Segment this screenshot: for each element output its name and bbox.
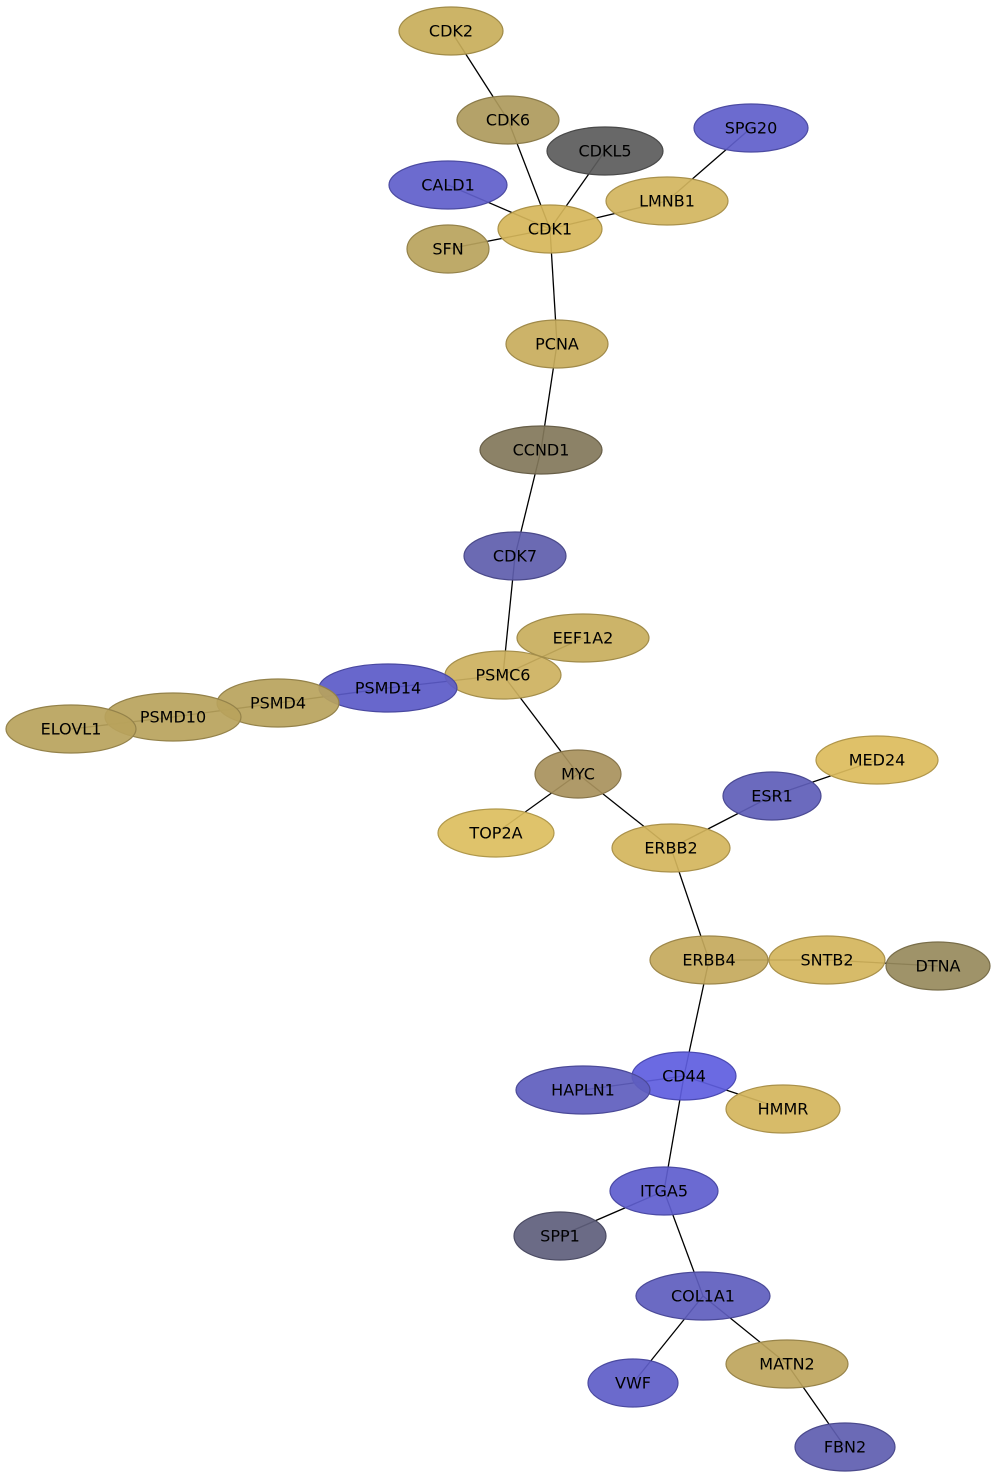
node-label: HAPLN1 [551,1081,615,1100]
node-label: MATN2 [759,1355,814,1374]
node-label: ERBB4 [682,951,735,970]
node-cald1[interactable]: CALD1 [388,160,508,210]
node-label: PSMD14 [355,679,421,698]
node-col1a1[interactable]: COL1A1 [635,1271,771,1321]
node-label: MYC [561,765,595,784]
node-shape [885,941,991,991]
node-label: VWF [615,1374,651,1393]
node-spg20[interactable]: SPG20 [693,103,809,153]
node-lmnb1[interactable]: LMNB1 [605,176,729,226]
node-label: EEF1A2 [553,629,614,648]
node-label: CDK6 [486,111,530,130]
node-pcna[interactable]: PCNA [505,319,609,369]
node-label: CDK2 [429,22,473,41]
node-vwf[interactable]: VWF [587,1358,679,1408]
node-label: ITGA5 [640,1182,688,1201]
node-cdk1[interactable]: CDK1 [497,204,603,254]
node-shape [605,176,729,226]
node-hmmr[interactable]: HMMR [725,1084,841,1134]
node-shape [5,704,137,754]
node-psmc6[interactable]: PSMC6 [444,650,562,700]
node-label: SNTB2 [800,951,853,970]
node-label: FBN2 [824,1438,866,1457]
node-shape [649,935,769,985]
node-elovl1[interactable]: ELOVL1 [5,704,137,754]
node-label: PSMD4 [250,694,306,713]
node-label: ERBB2 [644,839,697,858]
node-shape [546,126,664,176]
node-ccnd1[interactable]: CCND1 [479,425,603,475]
node-shape [463,531,567,581]
node-label: DTNA [915,957,960,976]
node-cdk7[interactable]: CDK7 [463,531,567,581]
node-shape [398,6,504,56]
node-esr1[interactable]: ESR1 [722,771,822,821]
node-label: SPG20 [725,119,778,138]
node-itga5[interactable]: ITGA5 [609,1166,719,1216]
node-shape [497,204,603,254]
node-med24[interactable]: MED24 [815,735,939,785]
node-shape [437,808,555,858]
node-cdk6[interactable]: CDK6 [456,95,560,145]
node-label: MED24 [849,751,906,770]
node-hapln1[interactable]: HAPLN1 [515,1065,651,1115]
node-label: ELOVL1 [41,720,102,739]
node-label: SPP1 [540,1227,580,1246]
node-label: CALD1 [421,176,475,195]
node-psmd10[interactable]: PSMD10 [104,692,242,742]
node-shape [722,771,822,821]
node-label: CDK1 [528,220,572,239]
node-erbb2[interactable]: ERBB2 [611,823,731,873]
node-spp1[interactable]: SPP1 [513,1211,607,1261]
node-shape [609,1166,719,1216]
node-shape [513,1211,607,1261]
node-shape [515,1065,651,1115]
node-shape [479,425,603,475]
node-shape [388,160,508,210]
node-label: SFN [432,240,463,259]
node-eef1a2[interactable]: EEF1A2 [516,613,650,663]
node-cdkl5[interactable]: CDKL5 [546,126,664,176]
node-label: PSMC6 [476,666,531,685]
node-label: ESR1 [751,787,793,806]
node-shape [587,1358,679,1408]
node-shape [505,319,609,369]
node-label: CCND1 [513,441,570,460]
node-label: CD44 [662,1067,706,1086]
node-shape [534,749,622,799]
node-shape [768,935,886,985]
node-fbn2[interactable]: FBN2 [794,1422,896,1472]
node-label: LMNB1 [639,192,695,211]
node-label: HMMR [758,1100,809,1119]
node-psmd14[interactable]: PSMD14 [318,663,458,713]
node-matn2[interactable]: MATN2 [725,1339,849,1389]
node-shape [406,224,490,274]
node-label: CDK7 [493,547,537,566]
node-shape [725,1084,841,1134]
node-label: TOP2A [468,824,522,843]
node-sntb2[interactable]: SNTB2 [768,935,886,985]
node-shape [815,735,939,785]
node-sfn[interactable]: SFN [406,224,490,274]
node-shape [456,95,560,145]
node-shape [611,823,731,873]
node-label: PCNA [535,335,579,354]
node-myc[interactable]: MYC [534,749,622,799]
node-top2a[interactable]: TOP2A [437,808,555,858]
node-label: CDKL5 [578,142,631,161]
node-shape [693,103,809,153]
node-shape [794,1422,896,1472]
node-shape [516,613,650,663]
node-shape [635,1271,771,1321]
node-cd44[interactable]: CD44 [631,1051,737,1101]
node-erbb4[interactable]: ERBB4 [649,935,769,985]
node-label: PSMD10 [140,708,206,727]
node-cdk2[interactable]: CDK2 [398,6,504,56]
node-shape [725,1339,849,1389]
node-label: COL1A1 [671,1287,735,1306]
node-dtna[interactable]: DTNA [885,941,991,991]
